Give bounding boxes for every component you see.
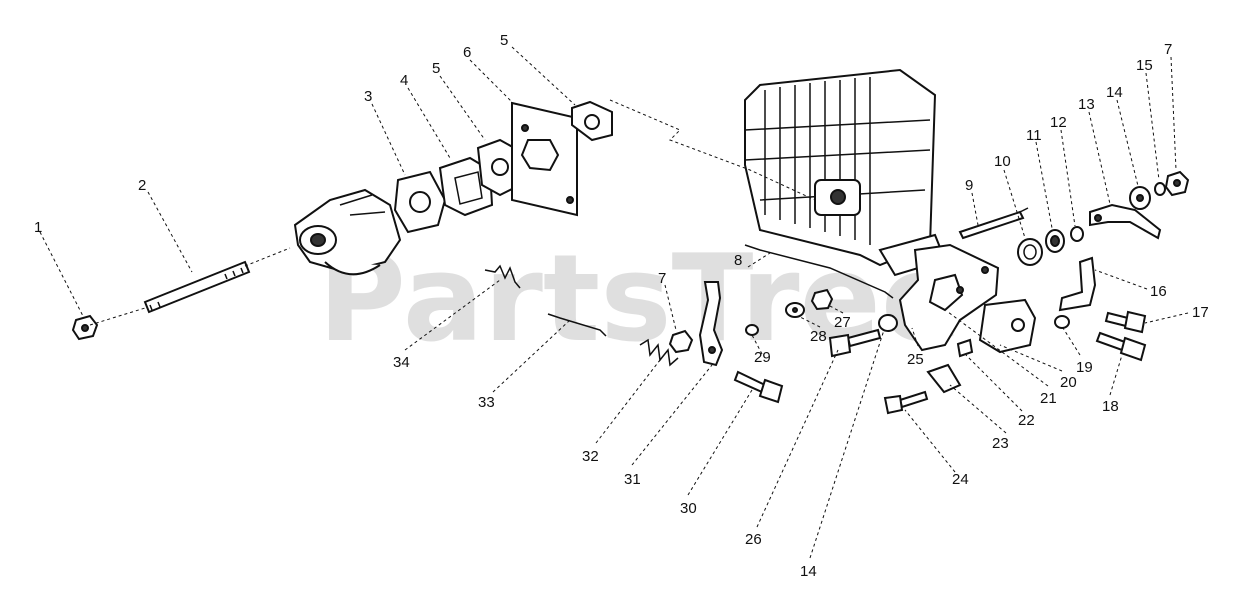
callout-34: 34 [393,354,410,371]
callout-1: 1 [34,219,42,236]
callout-14-lower: 14 [800,563,817,580]
washer-28 [785,302,805,318]
callout-21: 21 [1040,390,1057,407]
bolt-26 [828,328,882,358]
washer-14-lower [878,314,898,332]
insulator-gasket-3 [393,170,447,234]
nut-27 [810,288,834,311]
spring-34 [484,264,521,289]
screw-24 [883,390,929,415]
callout-2: 2 [138,177,146,194]
spring-32 [639,338,679,367]
callout-8: 8 [734,252,742,269]
callout-20: 20 [1060,374,1077,391]
callout-7-lower: 7 [658,270,666,287]
control-bracket-25 [898,243,1000,352]
callout-19: 19 [1076,359,1093,376]
heat-shield-plate-6 [511,101,578,217]
screw-22 [956,338,974,358]
callout-31: 31 [624,471,641,488]
callout-24: 24 [952,471,969,488]
engine-block [744,68,947,277]
bolt-18 [1095,331,1147,362]
bolt-30 [733,370,784,404]
callout-9: 9 [965,177,973,194]
callout-13: 13 [1078,96,1095,113]
callout-7-upper: 7 [1164,41,1172,58]
callout-4: 4 [400,72,408,89]
plate-20 [978,298,1037,354]
callout-3: 3 [364,88,372,105]
bolt-17 [1104,310,1147,334]
callout-18: 18 [1102,398,1119,415]
gasket-5-upper [571,100,613,142]
callout-6: 6 [463,44,471,61]
callout-26: 26 [745,531,762,548]
governor-lever-31 [698,281,724,367]
nut-1 [71,314,99,341]
callout-14-upper: 14 [1106,84,1123,101]
callout-32: 32 [582,448,599,465]
nut-7-upper [1164,170,1190,197]
washer-12 [1070,226,1084,242]
callout-10: 10 [994,153,1011,170]
governor-rod-8 [744,244,894,299]
washer-29 [745,324,759,336]
nut-7-lower [668,329,694,354]
washer-15 [1154,182,1166,196]
callout-30: 30 [680,500,697,517]
callout-17: 17 [1192,304,1209,321]
callout-5: 5 [432,60,440,77]
callout-5-upper: 5 [500,32,508,49]
stud-2 [143,260,251,314]
callout-33: 33 [478,394,495,411]
spring-33 [547,313,607,337]
spacer-4 [438,156,494,217]
callout-23: 23 [992,435,1009,452]
callout-27: 27 [834,314,851,331]
callout-12: 12 [1050,114,1067,131]
gasket-5 [476,138,522,197]
bushing-11 [1045,229,1065,253]
callout-28: 28 [810,328,827,345]
shaft-9 [958,207,1029,240]
throttle-23 [926,363,962,394]
callout-11: 11 [1026,127,1042,144]
bracket-16 [1058,256,1097,312]
spring-10 [1017,238,1043,266]
lever-13 [1089,203,1162,240]
callout-15: 15 [1136,57,1153,74]
callout-25: 25 [907,351,924,368]
washer-14-upper [1129,186,1151,210]
callout-16: 16 [1150,283,1167,300]
clip-19 [1054,315,1070,329]
callout-22: 22 [1018,412,1035,429]
callout-29: 29 [754,349,771,366]
carburetor [293,188,402,276]
